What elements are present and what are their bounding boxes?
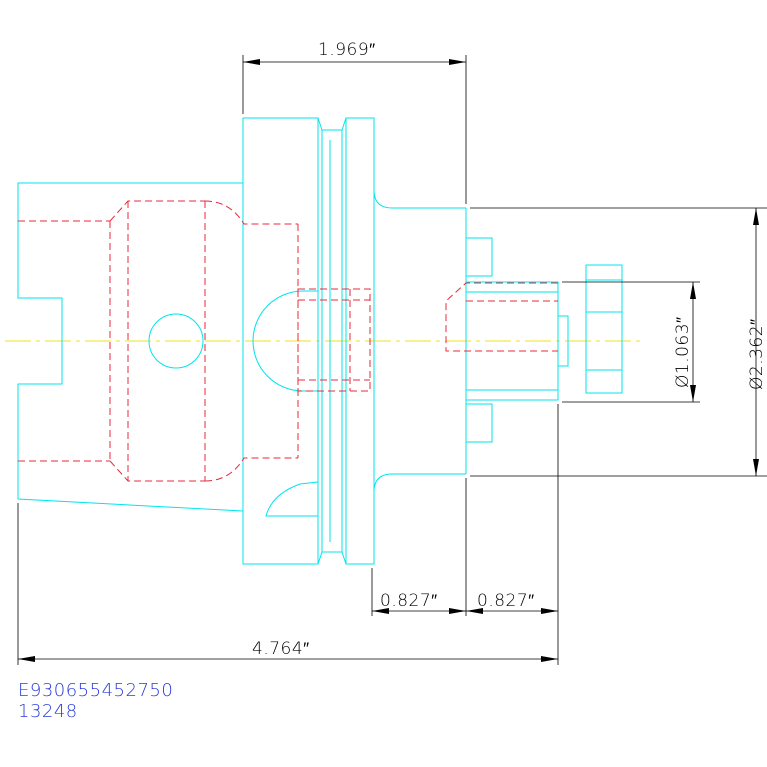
dim-left-section: 0.827″ <box>380 591 438 611</box>
tool-holder-outline <box>17 117 623 565</box>
drawing-codes: E930655452750 13248 <box>18 680 173 722</box>
dimension-lines <box>17 55 767 665</box>
ref-number: 13248 <box>18 701 78 722</box>
dim-overall-length: 4.764″ <box>252 639 310 659</box>
dim-outer-diameter: Ø2.362″ <box>747 318 767 390</box>
dim-top-width: 1.969″ <box>318 40 376 60</box>
dim-inner-diameter: Ø1.063″ <box>673 316 693 388</box>
hidden-lines <box>18 200 558 482</box>
part-number: E930655452750 <box>18 680 174 701</box>
dim-right-section: 0.827″ <box>477 591 535 611</box>
